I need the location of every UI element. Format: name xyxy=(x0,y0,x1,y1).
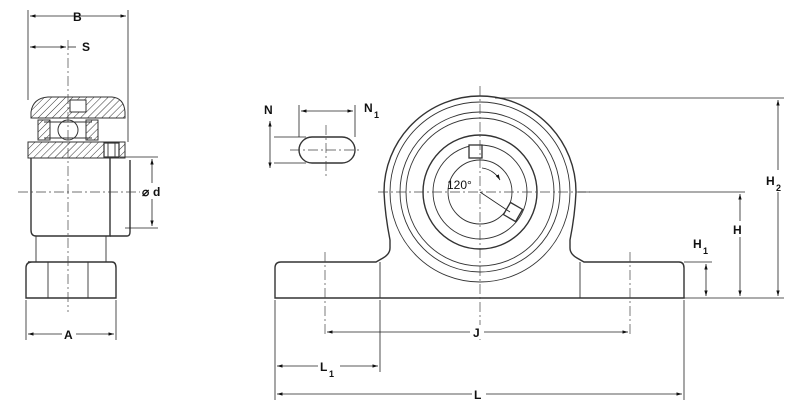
label-L: L xyxy=(474,388,481,402)
dimension-H2: H 2 xyxy=(766,100,788,296)
label-A: A xyxy=(64,328,73,342)
dimension-B: B xyxy=(30,10,126,24)
dimension-d: ⌀ d xyxy=(140,159,164,226)
front-view xyxy=(274,86,784,400)
label-H: H xyxy=(733,223,742,237)
label-B: B xyxy=(73,10,82,24)
side-view xyxy=(18,10,158,340)
label-N: N xyxy=(264,103,273,117)
dimension-H1: H 1 xyxy=(693,237,708,296)
label-S: S xyxy=(82,40,90,54)
label-angle-120: 120° xyxy=(447,178,472,192)
dimension-H: H xyxy=(731,194,747,296)
label-L1-sub: 1 xyxy=(329,369,334,379)
dimension-N: N xyxy=(264,103,273,168)
label-J: J xyxy=(473,326,480,340)
label-N1-sub: 1 xyxy=(374,110,379,120)
label-H2: H xyxy=(766,174,775,188)
bolt-slot-detail xyxy=(274,105,362,176)
label-L1: L xyxy=(320,360,327,374)
label-d: d xyxy=(153,185,160,199)
dimension-L1: L 1 xyxy=(277,358,378,379)
label-N1: N xyxy=(364,101,373,115)
dimension-J: J xyxy=(327,325,628,340)
label-d-symbol: ⌀ xyxy=(142,185,150,199)
label-H1-sub: 1 xyxy=(703,246,708,256)
label-H1: H xyxy=(693,237,702,251)
label-H2-sub: 2 xyxy=(776,183,781,193)
dimension-A: A xyxy=(28,327,114,342)
dimension-N1: N 1 xyxy=(301,101,379,120)
dimension-L: L xyxy=(277,387,682,402)
dimension-S: S xyxy=(30,40,90,54)
